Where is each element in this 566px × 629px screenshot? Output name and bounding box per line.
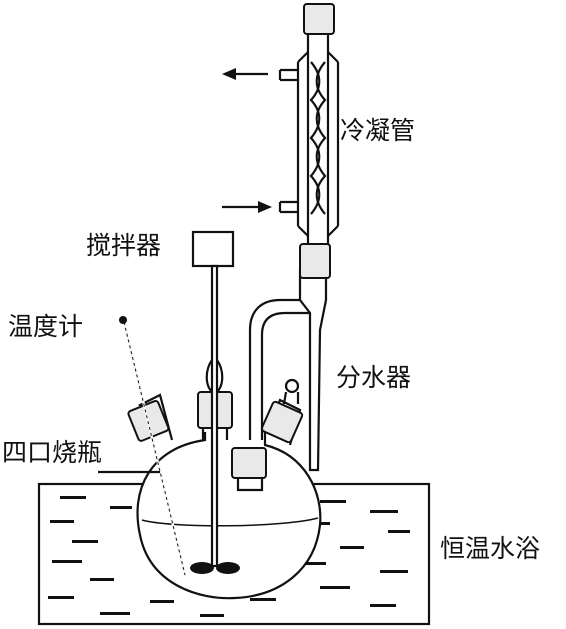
thermometer-label: 温度计: [8, 312, 84, 341]
thermometer: [119, 316, 187, 576]
water-in-arrow: [222, 201, 272, 213]
condenser: [222, 3, 340, 244]
water-bath-label: 恒温水浴: [440, 534, 541, 563]
stirrer-label: 搅拌器: [86, 231, 162, 260]
water-separator-label: 分水器: [336, 363, 412, 392]
four-neck-flask-label: 四口烧瓶: [2, 438, 103, 467]
water-out-arrow: [222, 68, 268, 80]
four-neck-flask: [127, 391, 322, 600]
condenser-label: 冷凝管: [340, 116, 416, 145]
water-separator: [248, 243, 331, 472]
stirrer: [190, 230, 240, 574]
